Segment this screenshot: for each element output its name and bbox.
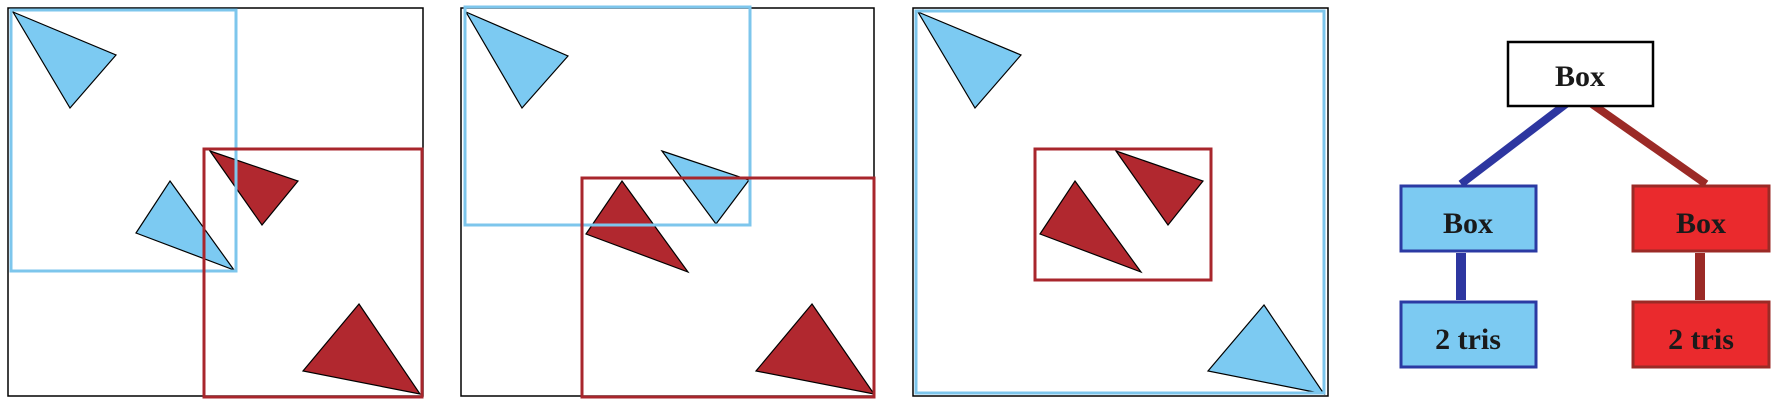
edge-root-to-right: [1589, 100, 1709, 188]
tree-root-label: Box: [1555, 60, 1605, 93]
bvh-tree: Box Box Box 2 tris 2 tris: [1399, 40, 1771, 369]
panel-nested-split: [912, 7, 1329, 397]
panel-overlapping-split: [7, 7, 424, 399]
blue-triangle: [11, 10, 117, 110]
blue-bounding-box: [463, 5, 752, 227]
red-bounding-box: [1033, 147, 1213, 282]
red-triangle: [1114, 149, 1204, 227]
blue-triangle: [660, 149, 750, 226]
tree-right-box-label: Box: [1676, 207, 1726, 240]
blue-triangle: [916, 10, 1022, 110]
tree-left-leaf-node: [1399, 300, 1538, 369]
red-bounding-box: [202, 147, 424, 399]
panel-alternate-split: [460, 5, 876, 399]
blue-triangle: [1206, 304, 1326, 395]
tree-right-leaf-label: 2 tris: [1668, 323, 1734, 356]
red-triangle: [301, 303, 422, 395]
tree-left-box-label: Box: [1443, 207, 1493, 240]
red-bounding-box: [580, 176, 876, 399]
red-triangle: [208, 149, 300, 226]
blue-bounding-box: [9, 8, 238, 273]
blue-triangle: [464, 10, 569, 110]
red-triangle: [1039, 179, 1143, 274]
tree-right-leaf-node: [1631, 300, 1771, 369]
tree-left-box-node: [1399, 184, 1538, 253]
tree-root-node: [1506, 40, 1655, 108]
edge-root-to-left: [1458, 100, 1569, 188]
tree-left-leaf-label: 2 tris: [1435, 323, 1501, 356]
panel-frame: [912, 7, 1329, 397]
blue-triangle: [135, 179, 236, 272]
red-triangle: [754, 303, 876, 395]
blue-bounding-box: [914, 9, 1326, 395]
tree-right-box-node: [1631, 184, 1771, 253]
